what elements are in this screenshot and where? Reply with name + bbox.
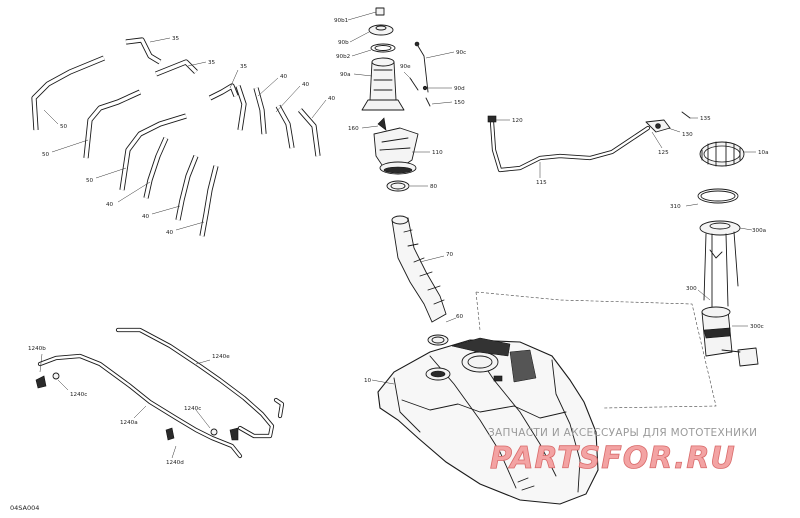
callout-40: 40 — [166, 230, 174, 236]
callout-35: 35 — [172, 36, 180, 42]
filler-hose — [391, 215, 447, 323]
callout-150: 150 — [454, 100, 465, 106]
callout-35: 35 — [208, 60, 216, 66]
strap-50c — [119, 113, 187, 191]
strap-50b — [83, 89, 142, 159]
callout-40: 40 — [328, 96, 336, 102]
vent-hose — [487, 115, 651, 178]
watermark-logo: PARTSFOR.RU — [490, 441, 736, 476]
callout-40: 40 — [106, 202, 114, 208]
strap-40f — [175, 155, 199, 221]
strap-35a — [125, 37, 162, 65]
callout-130: 130 — [682, 132, 693, 138]
callout-1240c: 1240c — [70, 392, 87, 398]
callout-110: 110 — [432, 150, 443, 156]
callout-90a: 90a — [340, 72, 351, 78]
callout-125: 125 — [658, 150, 669, 156]
callout-labels: 35 35 35 40 40 40 50 50 50 40 40 40 90b1… — [10, 18, 769, 512]
assembly-indicator — [475, 291, 717, 409]
hose-fittings — [35, 372, 239, 441]
callout-300c: 300c — [750, 324, 764, 330]
callout-115: 115 — [536, 180, 547, 186]
callout-50: 50 — [60, 124, 68, 130]
pump-seal — [685, 188, 739, 207]
hose-1240a — [37, 353, 243, 459]
callout-70: 70 — [446, 252, 454, 258]
callout-40: 40 — [280, 74, 288, 80]
callout-90d: 90d — [454, 86, 465, 92]
callout-310: 310 — [670, 204, 681, 210]
strap-50a — [31, 55, 105, 131]
clamp-80 — [386, 180, 428, 192]
callout-90b1: 90b1 — [334, 18, 349, 24]
callout-90c: 90c — [456, 50, 466, 56]
callout-90b2: 90b2 — [336, 54, 350, 60]
strap-40e — [143, 136, 169, 199]
hose-1240e — [115, 327, 285, 439]
callout-40: 40 — [302, 82, 310, 88]
callout-300a: 300a — [752, 228, 766, 234]
strap-40d — [298, 108, 321, 157]
callout-90b: 90b — [338, 40, 349, 46]
callout-10: 10 — [364, 378, 372, 384]
strap-40a — [235, 85, 247, 131]
funnel-housing — [373, 127, 430, 175]
watermark: ЗАПЧАСТИ И АКСЕССУАРЫ ДЛЯ МОТОТЕХНИКИ PA… — [488, 427, 757, 476]
figure-id: 04SA004 — [10, 504, 39, 512]
callout-1240d: 1240d — [166, 460, 184, 466]
callout-1240a: 1240a — [120, 420, 138, 426]
strap-40c — [275, 104, 295, 149]
watermark-tagline: ЗАПЧАСТИ И АКСЕССУАРЫ ДЛЯ МОТОТЕХНИКИ — [488, 427, 757, 439]
strap-35b — [155, 59, 198, 77]
callout-1240e: 1240e — [212, 354, 230, 360]
callout-1240b: 1240b — [28, 346, 46, 352]
callout-50: 50 — [86, 178, 94, 184]
fuel-pump-module — [697, 220, 759, 367]
callout-35: 35 — [240, 64, 248, 70]
filler-cap-assembly — [347, 7, 455, 131]
clamp-60 — [427, 317, 457, 346]
callout-160: 160 — [348, 126, 359, 132]
callout-80: 80 — [430, 184, 438, 190]
callout-1240c: 1240c — [184, 406, 201, 412]
strap-40g — [199, 165, 219, 237]
locking-ring — [699, 141, 756, 167]
vent-valve — [645, 111, 698, 149]
strap-35c — [208, 83, 239, 101]
callout-300: 300 — [686, 286, 697, 292]
callout-90e: 90e — [400, 64, 411, 70]
callout-40: 40 — [142, 214, 150, 220]
strap-40b — [253, 87, 267, 135]
callout-60: 60 — [456, 314, 464, 320]
hose-leaders — [39, 353, 211, 459]
fuel-tank — [371, 337, 599, 505]
callout-50: 50 — [42, 152, 50, 158]
callout-135: 135 — [700, 116, 711, 122]
callout-120: 120 — [512, 118, 523, 124]
strap-leaders — [43, 37, 327, 231]
callout-10a: 10a — [758, 150, 769, 156]
strap-group — [31, 37, 321, 237]
